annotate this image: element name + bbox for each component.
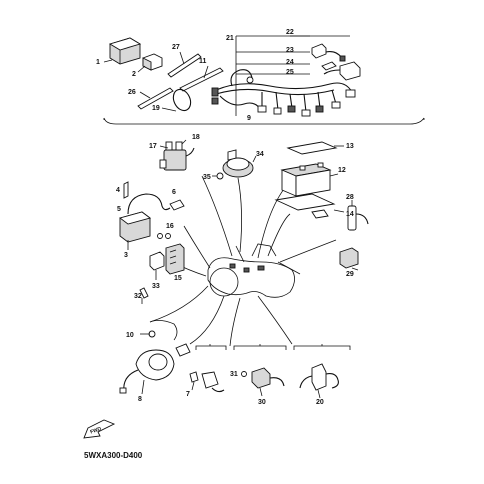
bottom-group xyxy=(119,320,191,395)
callout-8: 8 xyxy=(138,396,142,403)
callout-35: 35 xyxy=(203,174,211,181)
diagram-code: 5WXA300-D400 xyxy=(84,451,143,460)
callout-14: 14 xyxy=(346,211,354,218)
cable-loop-19 xyxy=(161,88,192,112)
callout-19: 19 xyxy=(152,105,160,112)
callout-27: 27 xyxy=(172,44,180,51)
relay xyxy=(137,53,163,73)
callout-21: 21 xyxy=(226,35,234,42)
cable-band-27 xyxy=(167,51,202,78)
fwd-label: FWD xyxy=(89,426,102,436)
callout-13: 13 xyxy=(346,143,354,150)
bolt-32 xyxy=(139,287,149,304)
connectors-22-25 xyxy=(236,35,361,81)
fwd-arrow: FWD xyxy=(83,419,116,439)
callout-11: 11 xyxy=(199,58,207,65)
sensor-7-6 xyxy=(189,371,225,393)
battery xyxy=(274,141,345,219)
callout-24: 24 xyxy=(286,59,294,66)
starter-relay xyxy=(159,139,195,171)
callout-29: 29 xyxy=(346,271,354,278)
callout-31: 31 xyxy=(230,371,238,378)
callout-28: 28 xyxy=(346,194,354,201)
callout-2: 2 xyxy=(132,71,136,78)
callout-33: 33 xyxy=(152,283,160,290)
callout-9: 9 xyxy=(247,115,251,122)
bottom-brackets xyxy=(195,344,351,350)
callout-10: 10 xyxy=(126,332,134,339)
cdi-unit xyxy=(103,37,142,65)
callout-12: 12 xyxy=(338,167,346,174)
frame-outline xyxy=(207,243,301,298)
callout-26: 26 xyxy=(128,89,136,96)
callout-23: 23 xyxy=(286,47,294,54)
cable-band-11 xyxy=(179,65,224,92)
regulator xyxy=(149,233,185,280)
switch-30-31 xyxy=(241,367,285,397)
callout-5: 5 xyxy=(117,206,121,213)
callout-1: 1 xyxy=(96,59,100,66)
callout-32: 32 xyxy=(134,293,142,300)
horn xyxy=(212,149,257,180)
switch-lead xyxy=(339,200,369,271)
callout-15: 15 xyxy=(174,275,182,282)
callout-7: 7 xyxy=(186,391,190,398)
callout-18: 18 xyxy=(192,134,200,141)
callout-25: 25 xyxy=(286,69,294,76)
callout-20: 20 xyxy=(316,399,324,406)
band-26 xyxy=(137,87,174,110)
callout-3: 3 xyxy=(124,252,128,259)
ignition-coil xyxy=(118,181,185,250)
leader-lines xyxy=(149,175,337,347)
sensor-20 xyxy=(299,363,339,399)
callout-34: 34 xyxy=(256,151,264,158)
top-group-outline xyxy=(103,36,425,125)
callout-17: 17 xyxy=(149,143,157,150)
callout-16: 16 xyxy=(166,223,174,230)
callout-4: 4 xyxy=(116,187,120,194)
callout-22: 22 xyxy=(286,29,294,36)
wire-harness xyxy=(211,69,356,117)
callout-6: 6 xyxy=(172,189,176,196)
callout-30: 30 xyxy=(258,399,266,406)
